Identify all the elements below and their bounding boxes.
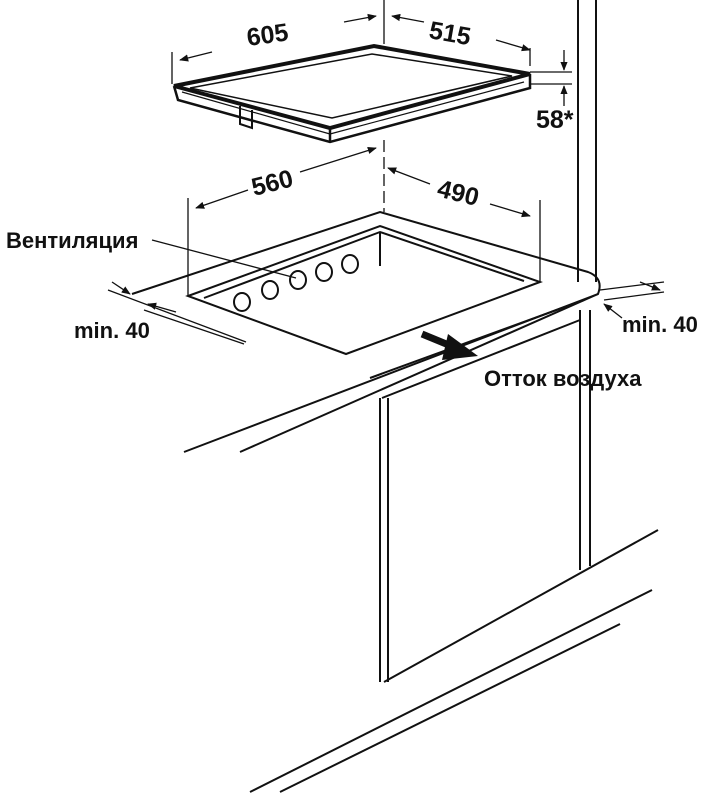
clearance-left-label: min. 40: [74, 318, 150, 343]
airflow-label: Отток воздуха: [484, 366, 642, 391]
cutout-depth-label: 490: [435, 175, 482, 212]
hob: [172, 43, 532, 144]
ventilation-holes: [233, 254, 359, 312]
ventilation-label: Вентиляция: [6, 228, 138, 253]
hob-width-label: 605: [245, 18, 290, 52]
wall: [577, 0, 597, 282]
countertop: [131, 210, 601, 453]
hob-height-label: 58*: [536, 106, 574, 134]
cabinet: [249, 310, 659, 793]
airflow-arrow: [420, 330, 478, 360]
dimension-lines: [107, 0, 665, 345]
cutout-width-label: 560: [249, 165, 296, 202]
hob-depth-label: 515: [427, 16, 473, 51]
clearance-right-label: min. 40: [622, 312, 698, 337]
